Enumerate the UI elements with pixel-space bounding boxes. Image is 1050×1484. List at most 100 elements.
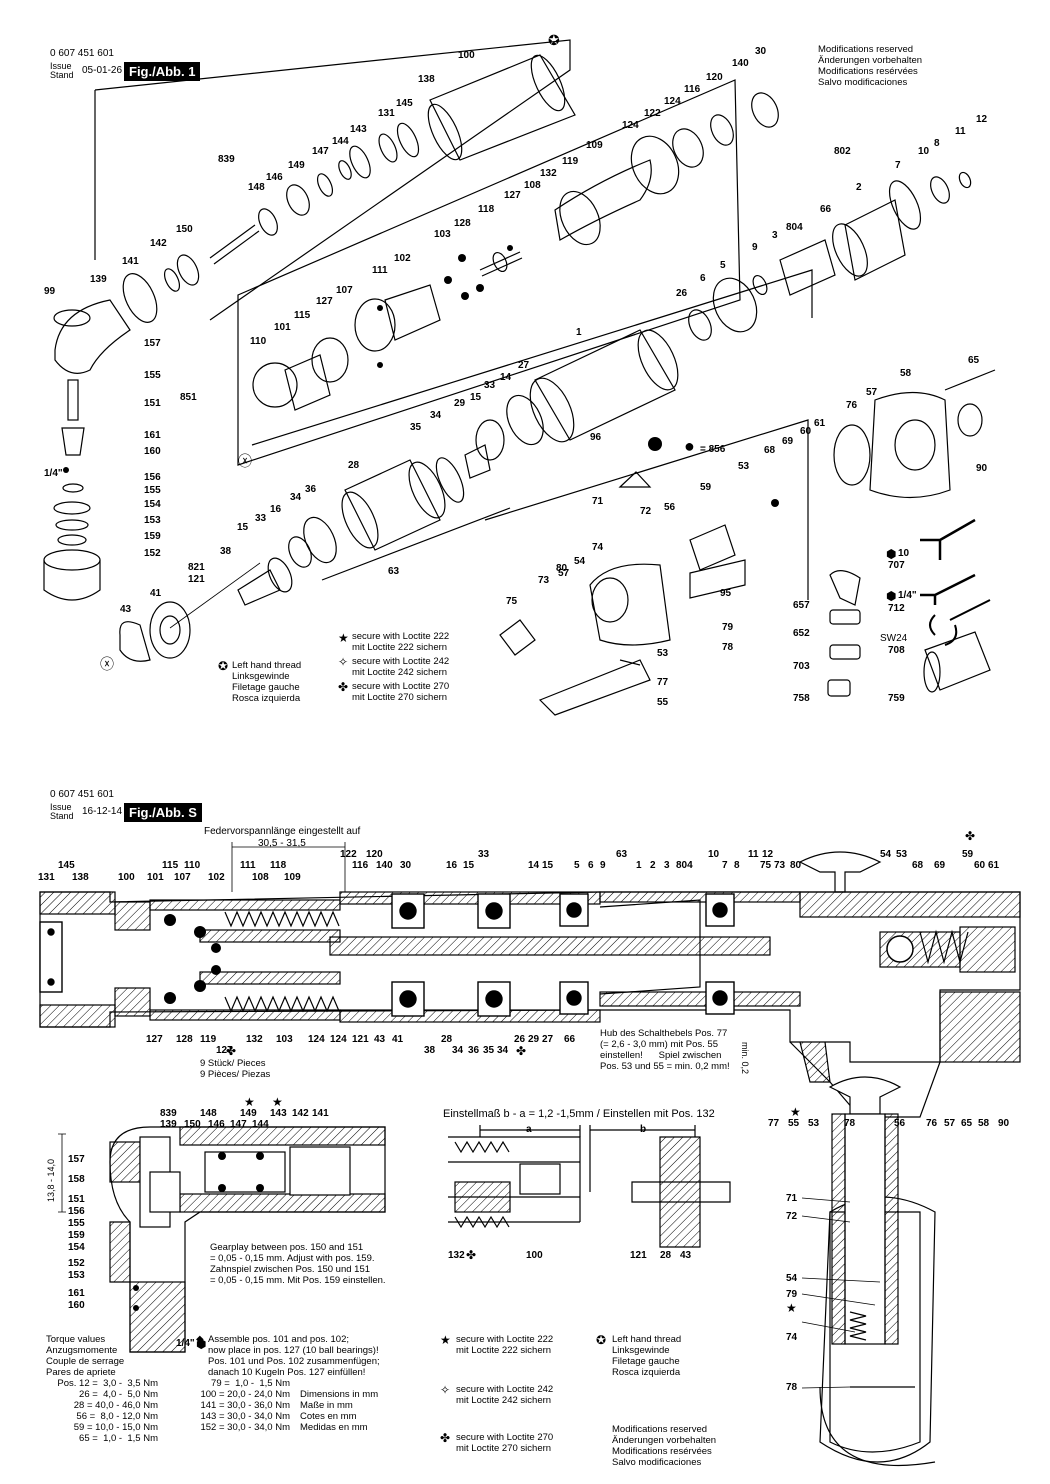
part-label: 34 — [430, 410, 442, 421]
left-thread-icon: ✪ — [218, 659, 229, 673]
part-label: 148 — [248, 182, 265, 193]
part-label: 43 — [374, 1034, 386, 1045]
part-label: 77 — [768, 1118, 780, 1129]
part-label: 68 — [912, 860, 924, 871]
part-label: 41 — [392, 1034, 404, 1045]
part-label: 132 — [448, 1250, 465, 1261]
issue-label: Issue — [50, 802, 72, 812]
part-label: 132 — [540, 168, 557, 179]
part-label: 804 — [786, 222, 803, 233]
part-label: 16 — [270, 504, 282, 515]
part-label: 154 — [68, 1242, 85, 1253]
part-label: 10 — [918, 146, 930, 157]
min-gap-note: min. 0,2 — [740, 1042, 750, 1075]
part-label: 124 — [330, 1034, 347, 1045]
loctite-222-note: secure with Loctite 222 mit Loctite 222 … — [456, 1334, 554, 1356]
part-label: 77 — [657, 677, 669, 688]
part-label: 119 — [200, 1034, 217, 1045]
part-label: 8 — [934, 138, 940, 149]
part-label: 72 — [786, 1211, 798, 1222]
part-label: 2 — [650, 860, 656, 871]
part-label: 142 — [292, 1108, 309, 1119]
part-label: 161 — [68, 1288, 85, 1299]
part-label: 160 — [144, 446, 161, 457]
tool-sw24: SW24 — [880, 633, 908, 644]
part-label: 79 — [786, 1289, 798, 1300]
part-label: 149 — [240, 1108, 257, 1119]
part-label: 14 — [500, 372, 512, 383]
part-label: 12 — [762, 849, 774, 860]
left-hand-thread-note: Left hand thread Linksgewinde Filetage g… — [232, 660, 302, 704]
gearplay-note: Gearplay between pos. 150 and 151 = 0,05… — [210, 1242, 386, 1286]
open-star-icon: ✧ — [440, 1383, 451, 1397]
part-label: 69 — [934, 860, 946, 871]
loctite-222-note: secure with Loctite 222 mit Loctite 222 … — [352, 631, 450, 653]
part-label: 115 — [294, 310, 311, 321]
part-label: 57 — [944, 1118, 956, 1129]
part-label: 61 — [814, 418, 826, 429]
part-label: 60 — [974, 860, 986, 871]
part-label: 157 — [144, 338, 161, 349]
part-label: 53 — [657, 648, 669, 659]
part-label: 34 — [290, 492, 302, 503]
part-label: 63 — [388, 566, 400, 577]
part-label: 156 — [144, 472, 161, 483]
part-label: 30 — [400, 860, 412, 871]
part-label: 10 — [708, 849, 720, 860]
issue-date: 05-01-26 — [82, 65, 123, 76]
part-label: 119 — [562, 156, 579, 167]
part-label: 100 — [458, 50, 475, 61]
issue-date: 16-12-14 — [82, 806, 123, 817]
part-label: 90 — [998, 1118, 1010, 1129]
part-label: 148 — [200, 1108, 217, 1119]
part-label: 152 — [68, 1258, 85, 1269]
hex-key-icon: ⬢ — [886, 589, 897, 603]
part-label: 139 — [160, 1119, 177, 1130]
part-label: 80 — [790, 860, 802, 871]
part-label: 122 — [340, 849, 357, 860]
part-label: 90 — [976, 463, 988, 474]
pieces-note: 9 Stück/ Pieces 9 Pièces/ Piezas — [200, 1058, 271, 1080]
part-label: 53 — [808, 1118, 820, 1129]
part-label: 72 — [640, 506, 652, 517]
ref-x-icon: ⓧ — [238, 453, 252, 469]
stand-label: Stand — [50, 70, 74, 80]
part-label: 155 — [144, 370, 161, 381]
part-label: 128 — [454, 218, 471, 229]
part-label: 15 — [542, 860, 554, 871]
part-label: 78 — [786, 1382, 798, 1393]
part-label: 57 — [866, 387, 878, 398]
part-label: 76 — [926, 1118, 938, 1129]
part-label: 142 — [150, 238, 167, 249]
part-label: 120 — [706, 72, 723, 83]
issue-label: Issue — [50, 61, 72, 71]
part-label: 151 — [144, 398, 161, 409]
part-label: 65 — [961, 1118, 973, 1129]
star-icon: ★ — [790, 1105, 801, 1119]
part-label: 161 — [144, 430, 161, 441]
part-label: 110 — [184, 860, 201, 871]
part-label: 101 — [147, 872, 164, 883]
part-label: 124 — [664, 96, 681, 107]
part-label: 2 — [856, 182, 862, 193]
part-label: 708 — [888, 645, 905, 656]
part-label: 144 — [332, 136, 349, 147]
part-label: 131 — [378, 108, 395, 119]
part-label: 154 — [144, 499, 161, 510]
part-label: 118 — [478, 204, 495, 215]
part-label: 11 — [748, 849, 759, 860]
part-label: 69 — [782, 436, 794, 447]
star-icon: ★ — [440, 1333, 451, 1347]
part-label: 159 — [144, 531, 161, 542]
part-label: 144 — [252, 1119, 269, 1130]
part-label: 8 — [734, 860, 740, 871]
part-label: 149 — [288, 160, 305, 171]
part-label: 66 — [564, 1034, 576, 1045]
part-label: 33 — [484, 380, 496, 391]
part-label: 138 — [418, 74, 435, 85]
modifications-note: Modifications reserved Änderungen vorbeh… — [612, 1424, 717, 1468]
part-label: 121 — [352, 1034, 369, 1045]
part-label: 157 — [68, 1154, 85, 1165]
spring-preload-dimension: 30,5 - 31,5 — [258, 838, 306, 849]
part-label: 74 — [592, 542, 604, 553]
